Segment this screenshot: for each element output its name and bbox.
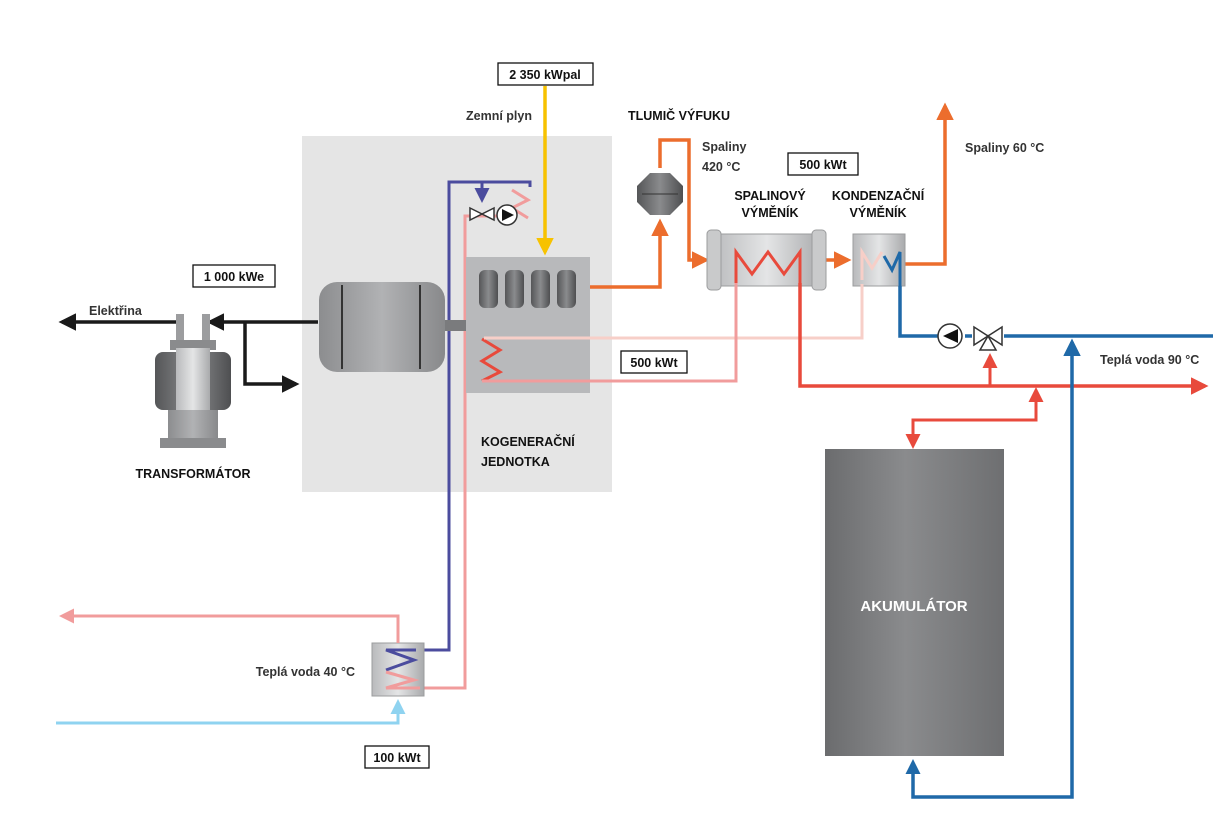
flue-hx-label-2: VÝMĚNÍK [742,205,799,220]
transformer-label: TRANSFORMÁTOR [135,466,250,481]
gas-power-box [497,62,594,86]
muffler-label: TLUMIČ VÝFUKU [628,108,730,123]
flue-hx-label-1: SPALINOVÝ [734,188,806,203]
engine-heat-box [620,350,688,374]
chp-label-1: KOGENERAČNÍ [481,434,575,449]
hot-supply [798,283,1209,395]
engine-heat-label: 500 kWt [630,356,678,370]
muffler [637,173,683,215]
flue-power-label: 500 kWt [799,158,847,172]
coupling-shaft [445,320,467,331]
electricity-label: Elektřina [89,304,143,318]
condensing-heat-exchanger [852,233,906,287]
glycol-loop [416,180,532,652]
engine-jacket-coil [479,337,504,383]
flue-cold-label: Spaliny 60 °C [965,141,1044,155]
cond-hx-label-2: VÝMĚNÍK [850,205,907,220]
engine-cylinders [479,270,576,308]
intercooler-coil [508,188,532,220]
return-pump [937,323,963,349]
chp-label-2: JEDNOTKA [481,455,550,469]
mixing-valve [973,325,1003,351]
flue-heat-exchanger [706,229,827,291]
gas-power-label: 2 350 kWpal [509,68,581,82]
cond-hx-label-1: KONDENZAČNÍ [832,188,925,203]
accumulator-hot-link [905,387,1044,449]
transformer [155,314,231,448]
flue-gas-path [590,102,954,289]
warm-water-out [59,608,400,643]
low-temp-power-box [364,745,430,769]
accumulator-tank [825,449,1004,756]
flue-hot-label-1: Spaliny [702,140,747,154]
low-temp-heat-exchanger [371,642,425,697]
hot-water-90-label: Teplá voda 90 °C [1100,353,1199,367]
gas-label: Zemní plyn [466,109,532,123]
pump-top [496,204,518,226]
hot-water-40-label: Teplá voda 40 °C [256,665,355,679]
flue-hot-label-2: 420 °C [702,160,740,174]
electric-lines [58,313,318,393]
engine-to-flue-hx [482,283,738,383]
preheated-water [484,284,864,340]
generator [319,282,445,372]
accumulator-label: AKUMULÁTOR [860,598,967,615]
three-way-valve-top [469,206,495,222]
electric-power-label: 1 000 kWe [204,270,264,284]
cold-water-in [56,699,406,725]
low-temp-power-label: 100 kWt [373,751,421,765]
flue-power-box [787,152,859,176]
electric-power-box [192,264,276,288]
